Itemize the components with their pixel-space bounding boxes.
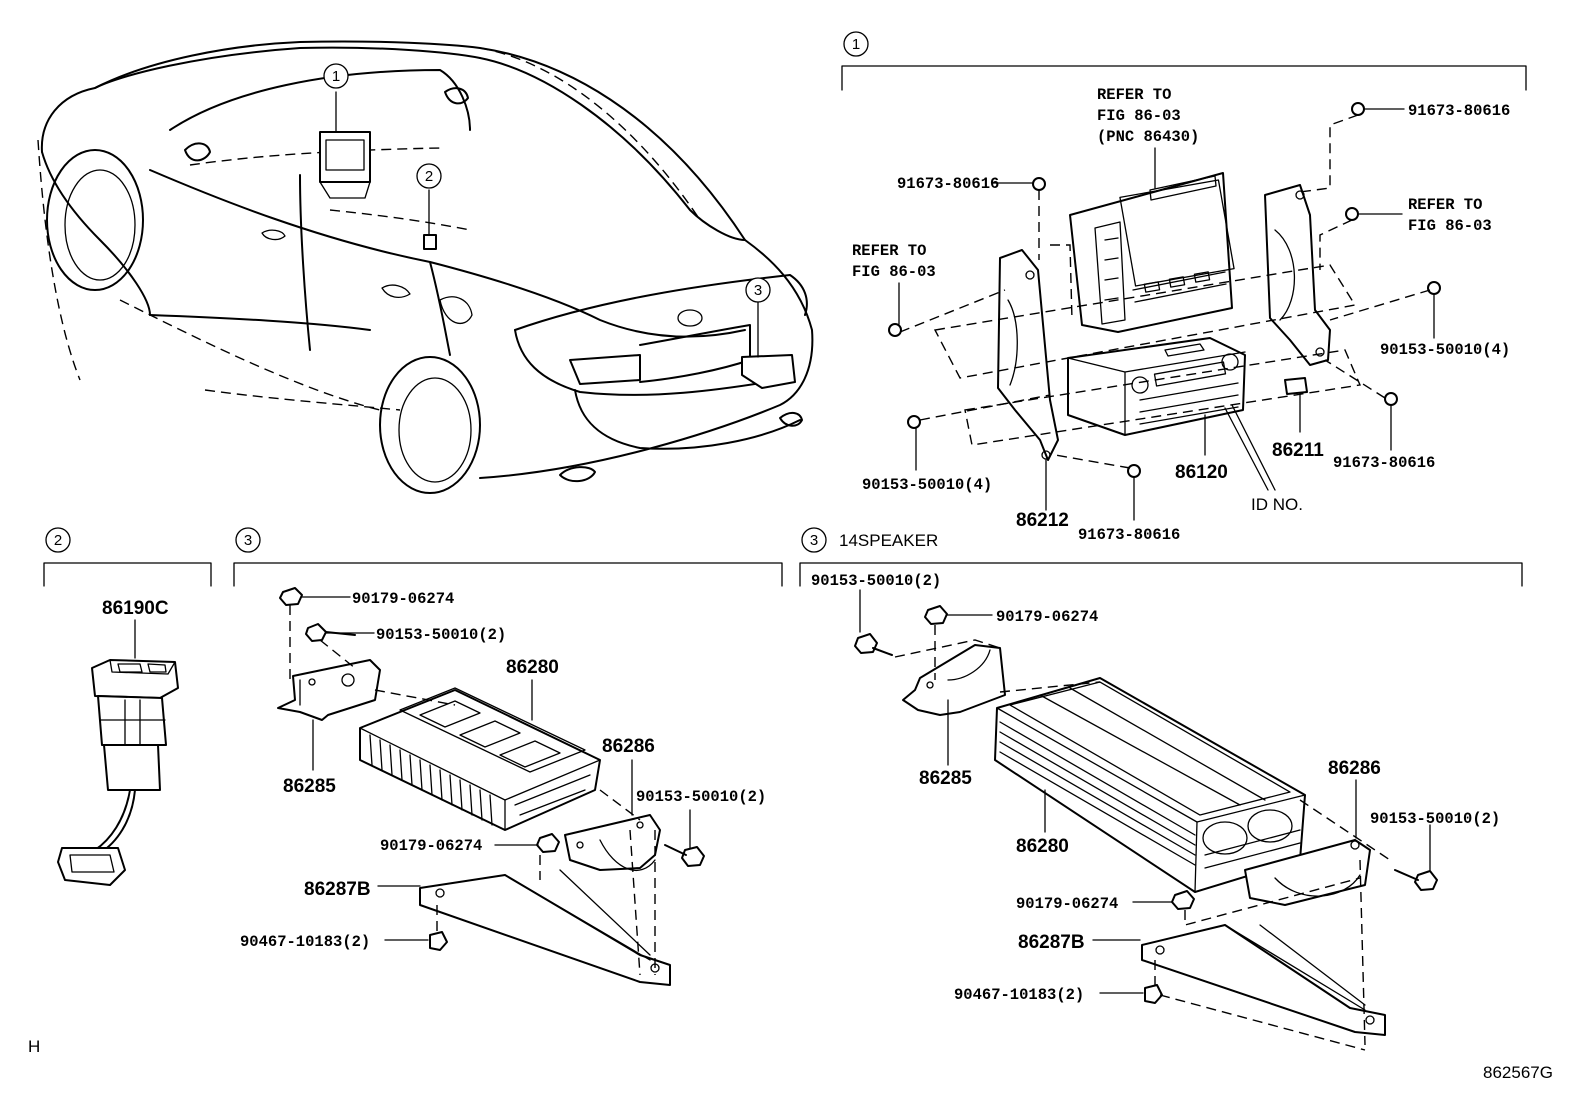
figure-number: 862567G [1483, 1063, 1553, 1082]
callout-2: 2 [425, 168, 433, 185]
part-86211: 86211 [1272, 440, 1324, 461]
section-3-14speaker-amplifier: 3 14SPEAKER [799, 527, 1523, 1051]
bolt-left-label: 90153-50010(4) [862, 476, 992, 494]
amp14-nut-bottom-label: 90179-06274 [1016, 895, 1118, 913]
amp14-part-86280: 86280 [1016, 836, 1069, 857]
amp-bolt-top-label: 90153-50010(2) [376, 626, 506, 644]
refer-top-line-2: FIG 86-03 [1097, 107, 1181, 125]
part-86212: 86212 [1016, 510, 1069, 531]
vehicle-illustration: 1 2 3 [37, 40, 814, 494]
screw-bottom-label: 91673-80616 [1078, 526, 1180, 544]
amp14-clip-label: 90467-10183(2) [954, 986, 1084, 1004]
amp-clip-label: 90467-10183(2) [240, 933, 370, 951]
callout-3: 3 [754, 282, 762, 299]
section-3-amplifier: 3 [233, 527, 783, 986]
section-4-title: 14SPEAKER [839, 531, 938, 550]
refer-right-line-1: REFER TO [1408, 196, 1482, 214]
amp14-part-86285: 86285 [919, 768, 972, 789]
screw-top-left-label: 91673-80616 [897, 175, 999, 193]
amp-part-86280: 86280 [506, 657, 559, 678]
amp14-part-86287B: 86287B [1018, 932, 1085, 953]
section-4-marker: 3 [810, 532, 818, 549]
refer-top-line-1: REFER TO [1097, 86, 1171, 104]
refer-left-line-2: FIG 86-03 [852, 263, 936, 281]
section-2-marker: 2 [54, 532, 62, 549]
section-1-marker: 1 [852, 36, 860, 53]
section-1-head-unit: 1 [841, 31, 1527, 544]
amp-nut-bottom-label: 90179-06274 [380, 837, 482, 855]
screw-lower-right-label: 91673-80616 [1333, 454, 1435, 472]
part-86120: 86120 [1175, 462, 1228, 483]
amp-part-86286: 86286 [602, 736, 655, 757]
footer-left-code: H [28, 1037, 40, 1056]
amp-bolt-right-label: 90153-50010(2) [636, 788, 766, 806]
amp-part-86285: 86285 [283, 776, 336, 797]
amp14-bolt-top-label: 90153-50010(2) [811, 572, 941, 590]
refer-right-line-2: FIG 86-03 [1408, 217, 1492, 235]
amp-nut-top-label: 90179-06274 [352, 590, 454, 608]
amp14-bolt-right-label: 90153-50010(2) [1370, 810, 1500, 828]
part-86190C: 86190C [102, 598, 169, 619]
callout-1: 1 [332, 68, 340, 85]
amp-part-86287B: 86287B [304, 879, 371, 900]
id-no-label: ID NO. [1251, 495, 1303, 514]
section-2-switch: 2 86190C [43, 527, 212, 886]
screw-top-right-label: 91673-80616 [1408, 102, 1510, 120]
refer-top-line-3: (PNC 86430) [1097, 128, 1199, 146]
amp14-part-86286: 86286 [1328, 758, 1381, 779]
section-3-marker: 3 [244, 532, 252, 549]
bolt-right-label: 90153-50010(4) [1380, 341, 1510, 359]
amp14-nut-top-label: 90179-06274 [996, 608, 1098, 626]
refer-left-line-1: REFER TO [852, 242, 926, 260]
